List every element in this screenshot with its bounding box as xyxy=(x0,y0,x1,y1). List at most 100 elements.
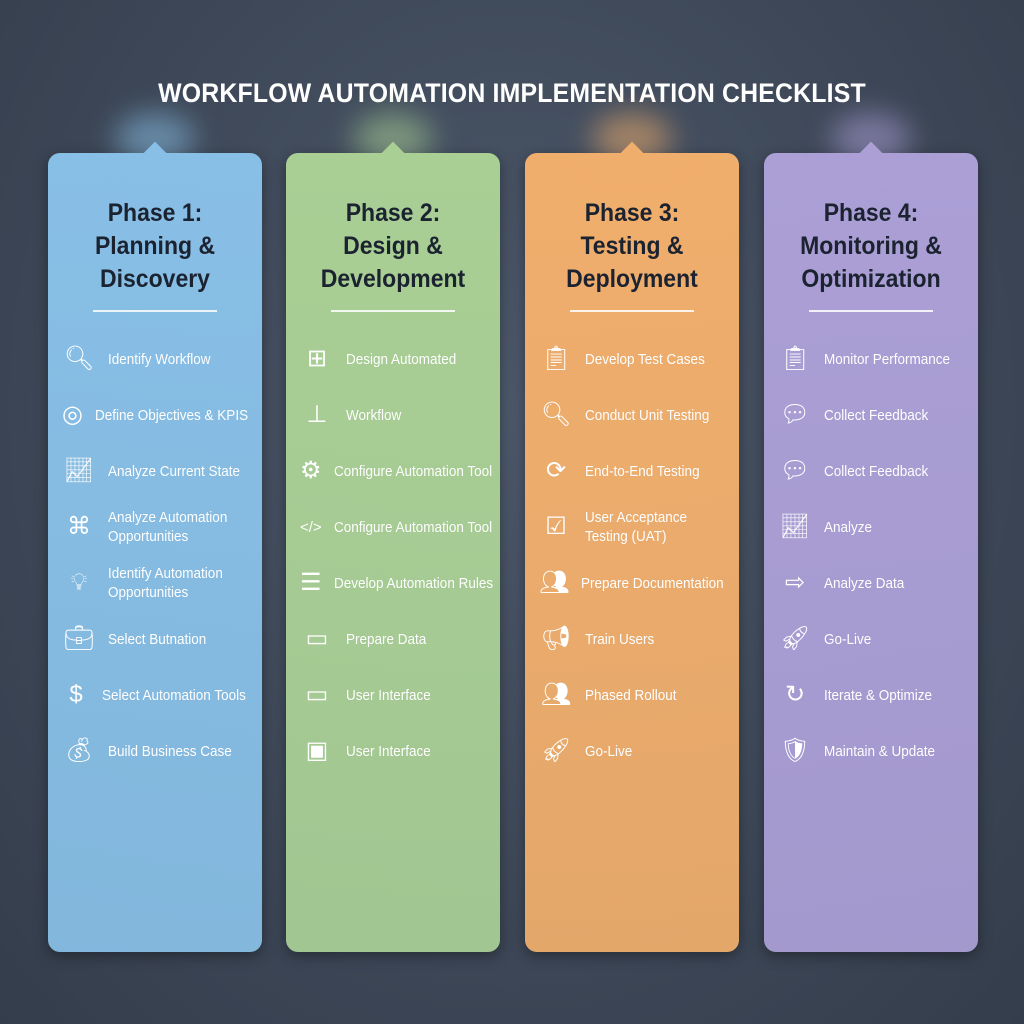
checklist-item[interactable]: 🛡︎Maintain & Update xyxy=(764,723,978,779)
megaphone-icon: 📢︎ xyxy=(540,625,572,652)
divider xyxy=(331,310,455,312)
cycle-icon: ↻ xyxy=(784,681,806,708)
checklist-item-label: Identify Workflow xyxy=(108,350,211,368)
checklist-item-label: Select Automation Tools xyxy=(102,686,247,704)
checklist-icon: ☑ xyxy=(545,513,567,540)
checklist-item[interactable]: ⌘Analyze Automation Opportunities xyxy=(48,499,262,555)
checklist-item-label: Develop Automation Rules xyxy=(333,574,493,592)
checklist-item-label: Iterate & Optimize xyxy=(824,686,933,704)
checklist-item-label: User Acceptance Testing (UAT) xyxy=(585,509,688,545)
phase-title-line: Monitoring & xyxy=(800,232,942,260)
phase-title-line: Design & xyxy=(343,232,443,260)
checklist-item-label: Configure Automation Tool xyxy=(333,462,492,480)
checklist-item-label: User Interface xyxy=(346,742,431,760)
phase-title-line: Optimization xyxy=(801,265,941,293)
checklist-item[interactable]: 📈︎ Analyze Current State xyxy=(48,443,262,499)
checklist-item[interactable]: 🔍︎ Identify Workflow xyxy=(48,331,262,387)
checklist-item[interactable]: ⟳End-to-End Testing xyxy=(525,443,739,499)
checklist-item[interactable]: ☑ User Acceptance Testing (UAT) xyxy=(525,499,739,555)
checklist-item[interactable]: ◎Define Objectives & KPIS xyxy=(48,387,262,443)
chart-icon: 📈︎ xyxy=(63,457,95,484)
checklist-item-label: Define Objectives & KPIS xyxy=(94,406,249,424)
checklist-item[interactable]: 💬︎Collect Feedback xyxy=(764,443,978,499)
checklist-item-label: Design Automated xyxy=(346,350,457,368)
checklist-item[interactable]: 🚀︎Go-Live xyxy=(525,723,739,779)
monitor-icon: ▭ xyxy=(305,625,329,652)
rocket-icon: 🚀︎ xyxy=(540,737,572,764)
checklist-item[interactable]: 📋︎Develop Test Cases xyxy=(525,331,739,387)
checklist-item-label: User Interface xyxy=(346,686,431,704)
checklist-item-label: Monitor Performance xyxy=(824,350,951,368)
checklist-item[interactable]: ⇨Analyze Data xyxy=(764,555,978,611)
checklist-item[interactable]: 👥︎Prepare Documentation xyxy=(525,555,739,611)
search-icon: 🔍︎ xyxy=(540,401,572,428)
checklist-item-label: Analyze Data xyxy=(824,574,905,592)
checklist-item-label: Conduct Unit Testing xyxy=(585,406,710,424)
checklist-item[interactable]: 🔍︎ Conduct Unit Testing xyxy=(525,387,739,443)
phase-title-line: Discovery xyxy=(100,265,210,293)
search-icon: 🔍︎ xyxy=(63,345,95,372)
checklist-item[interactable]: 💰︎Build Business Case xyxy=(48,723,262,779)
divider xyxy=(93,310,217,312)
checklist-item[interactable]: 🚀︎ Go-Live xyxy=(764,611,978,667)
checklist-item[interactable]: $ Select Automation Tools xyxy=(48,667,262,723)
checklist: 🔍︎ Identify Workflow ◎Define Objectives & … xyxy=(48,331,262,779)
phase-title-line: Deployment xyxy=(566,265,698,293)
phase-card-1: Phase 1: Planning & Discovery 🔍︎ Identify Wo… xyxy=(48,113,262,952)
phase-title: Phase 1: Planning & Discovery xyxy=(48,197,262,296)
checklist-item-label: Go-Live xyxy=(824,630,872,648)
clipboard-icon: 📋︎ xyxy=(540,345,572,372)
phase-title-line: Phase 3: xyxy=(584,199,680,227)
checklist-item-label: Select Butnation xyxy=(108,630,207,648)
checklist: 📋︎Monitor Performance💬︎Collect Feedback💬… xyxy=(764,331,978,779)
checklist-item[interactable]: ⚙Configure Automation Tool xyxy=(286,443,500,499)
checklist-item-label: Identify Automation Opportunities xyxy=(108,565,223,601)
divider xyxy=(809,310,933,312)
checklist-item[interactable]: ▣ User Interface xyxy=(286,723,500,779)
checklist-item[interactable]: </> Configure Automation Tool xyxy=(286,499,500,555)
checklist-item-label: Analyze Automation Opportunities xyxy=(108,509,228,545)
interface-icon: ▣ xyxy=(305,737,329,764)
checklist-item[interactable]: 📋︎ Monitor Performance xyxy=(764,331,978,387)
database-icon: ☰ xyxy=(300,569,322,596)
phase-title-line: Phase 4: xyxy=(823,199,919,227)
checklist-item[interactable]: ▭ User Interface xyxy=(286,667,500,723)
checklist: 📋︎Develop Test Cases 🔍︎ Conduct Unit Testi… xyxy=(525,331,739,779)
checklist-item[interactable]: 💼︎ Select Butnation xyxy=(48,611,262,667)
checklist-item[interactable]: ☰ Develop Automation Rules xyxy=(286,555,500,611)
checklist-item-label: Analyze Current State xyxy=(108,462,241,480)
phase-card-2: Phase 2:Design &Development⊞Design Autom… xyxy=(286,113,500,952)
checklist-item[interactable]: 📈︎Analyze xyxy=(764,499,978,555)
phase-title-line: Testing & xyxy=(580,232,684,260)
checklist-item-label: Workflow xyxy=(346,406,402,424)
phase-card-4: Phase 4: Monitoring & Optimization 📋︎ Monito… xyxy=(764,113,978,952)
rocket-icon: 🚀︎ xyxy=(779,625,811,652)
chat-icon: 💬︎ xyxy=(779,401,811,428)
phase-title: Phase 3: Testing & Deployment xyxy=(525,197,739,296)
money-bag-icon: 💰︎ xyxy=(63,737,95,764)
checklist-item[interactable]: ↻ Iterate & Optimize xyxy=(764,667,978,723)
clipboard-chart-icon: 📋︎ xyxy=(779,345,811,372)
phase-title: Phase 2:Design &Development xyxy=(286,197,500,296)
checklist-item[interactable]: 👥︎Phased Rollout xyxy=(525,667,739,723)
monitor-icon: ▭ xyxy=(305,681,329,708)
checklist-item[interactable]: 💡︎Identify Automation Opportunities xyxy=(48,555,262,611)
phase-title-line: Development xyxy=(320,265,466,293)
chart-icon: 📈︎ xyxy=(779,513,811,540)
phase-card-3: Phase 3: Testing & Deployment 📋︎Develop Tes… xyxy=(525,113,739,952)
dollar-icon: $ xyxy=(69,681,83,708)
phase-title: Phase 4: Monitoring & Optimization xyxy=(764,197,978,296)
checklist-item-label: Collect Feedback xyxy=(824,462,929,480)
checklist-item[interactable]: ⊞Design Automated xyxy=(286,331,500,387)
checklist-item-label: End-to-End Testing xyxy=(585,462,700,480)
phase-title-line: Planning & xyxy=(94,232,216,260)
checklist-item[interactable]: ▭Prepare Data xyxy=(286,611,500,667)
code-icon: </> xyxy=(300,518,322,536)
hierarchy-icon: ⊥ xyxy=(306,401,328,428)
checklist-item[interactable]: 📢︎Train Users xyxy=(525,611,739,667)
checklist-item-label: Configure Automation Tool xyxy=(333,518,492,536)
briefcase-icon: 💼︎ xyxy=(63,625,95,652)
checklist-item[interactable]: 💬︎Collect Feedback xyxy=(764,387,978,443)
phase-title-line: Phase 1: xyxy=(107,199,203,227)
checklist-item[interactable]: ⊥ Workflow xyxy=(286,387,500,443)
